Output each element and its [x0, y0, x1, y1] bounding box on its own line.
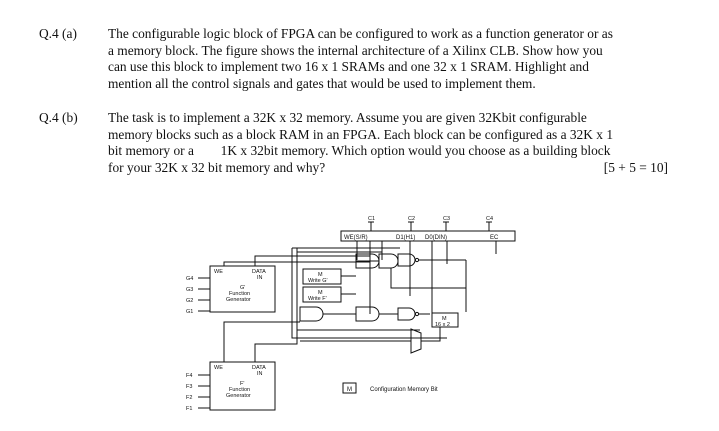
- f-we-data-wires: [223, 321, 300, 362]
- f-line2-label: Generator: [226, 393, 251, 399]
- marks-allocation: [5 + 5 = 10]: [603, 159, 668, 175]
- route-left-2: [296, 248, 420, 331]
- and-gate-top: [397, 253, 416, 267]
- f-line1-label: Function: [229, 387, 250, 393]
- input-label-c3: C3: [443, 216, 450, 222]
- question-4a-line: can use this block to implement two 16 x…: [108, 59, 589, 75]
- question-4b-line: memory blocks such as a block RAM in an …: [108, 126, 614, 142]
- gate-wires: [323, 259, 466, 315]
- f-in-label: IN: [257, 371, 263, 377]
- write-g-m: M: [318, 272, 323, 278]
- question-4b-line: bit memory or a 1K x 32bit memory. Which…: [108, 143, 611, 159]
- g-line2-label: Generator: [226, 297, 251, 303]
- input-f1: F1: [186, 406, 192, 412]
- c3-pin: [443, 221, 449, 231]
- f-input-wires: [198, 374, 210, 409]
- question-4b-line: for your 32K x 32 bit memory and why?: [108, 159, 326, 175]
- m16x2-m: M: [442, 316, 447, 322]
- control-we-sr: WE(S/R): [344, 235, 368, 241]
- control-d1-h1: D1(H1): [396, 235, 415, 241]
- input-label-c2: C2: [408, 216, 415, 222]
- question-4b-line: The task is to implement a 32K x 32 memo…: [108, 110, 587, 125]
- write-bit-wires: [341, 275, 356, 295]
- question-4b-line-last: for your 32K x 32 bit memory and why? [5…: [108, 160, 668, 177]
- question-4a-line: mention all the control signals and gate…: [108, 75, 536, 91]
- input-f4: F4: [186, 373, 192, 379]
- write-f-m: M: [318, 290, 323, 296]
- route-left: [291, 248, 447, 339]
- c2-pin: [408, 221, 414, 231]
- input-label-c4: C4: [486, 216, 493, 222]
- input-f3: F3: [186, 384, 192, 390]
- and-gate-f: [299, 306, 324, 322]
- input-g1: G1: [186, 309, 193, 315]
- input-g3: G3: [186, 287, 193, 293]
- g-name-label: G': [240, 285, 245, 291]
- legend-text: Configuration Memory Bit: [370, 387, 438, 393]
- route-top: [292, 247, 400, 253]
- f-we-label: WE: [214, 365, 223, 371]
- question-4a-line: a memory block. The figure shows the int…: [108, 42, 603, 58]
- input-g2: G2: [186, 298, 193, 304]
- m16x2-text: 16 x 2: [435, 322, 450, 328]
- legend-m: M: [347, 387, 352, 393]
- config-bit-16x2: [431, 312, 459, 328]
- control-ec: EC: [490, 235, 499, 241]
- control-bar: [340, 230, 516, 242]
- input-label-c1: C1: [368, 216, 375, 222]
- g-input-wires: [198, 277, 210, 312]
- and-gate-f2: [355, 306, 380, 322]
- question-4b-text: The task is to implement a 32K x 32 memo…: [108, 110, 668, 176]
- and-gate-mid: [397, 307, 416, 321]
- question-4a-text: The configurable logic block of FPGA can…: [108, 26, 668, 92]
- control-lines: [356, 241, 497, 314]
- top-inputs: C1 C2 C3 C4: [368, 216, 493, 231]
- c1-pin: [368, 221, 374, 231]
- legend-config-bit-box: [342, 382, 357, 394]
- g-we-label: WE: [214, 269, 223, 275]
- question-4b-label: Q.4 (b): [39, 110, 78, 125]
- g-in-label: IN: [257, 275, 263, 281]
- g-line1-label: Function: [229, 291, 250, 297]
- write-g-text: Write G': [308, 278, 328, 284]
- g-we-data-wires: [223, 255, 370, 266]
- f-data-label: DATA: [252, 365, 266, 371]
- question-4a-line: The configurable logic block of FPGA can…: [108, 26, 613, 41]
- output-mux: [410, 328, 422, 354]
- input-f2: F2: [186, 395, 192, 401]
- g-data-label: DATA: [252, 269, 266, 275]
- mux-wires: [300, 327, 441, 342]
- write-f-text: Write F': [308, 296, 327, 302]
- f-name-label: F': [240, 381, 244, 387]
- c4-pin: [486, 221, 492, 231]
- control-d0-din: D0(DIN): [425, 235, 447, 241]
- question-4a-label: Q.4 (a): [39, 26, 77, 41]
- input-g4: G4: [186, 276, 193, 282]
